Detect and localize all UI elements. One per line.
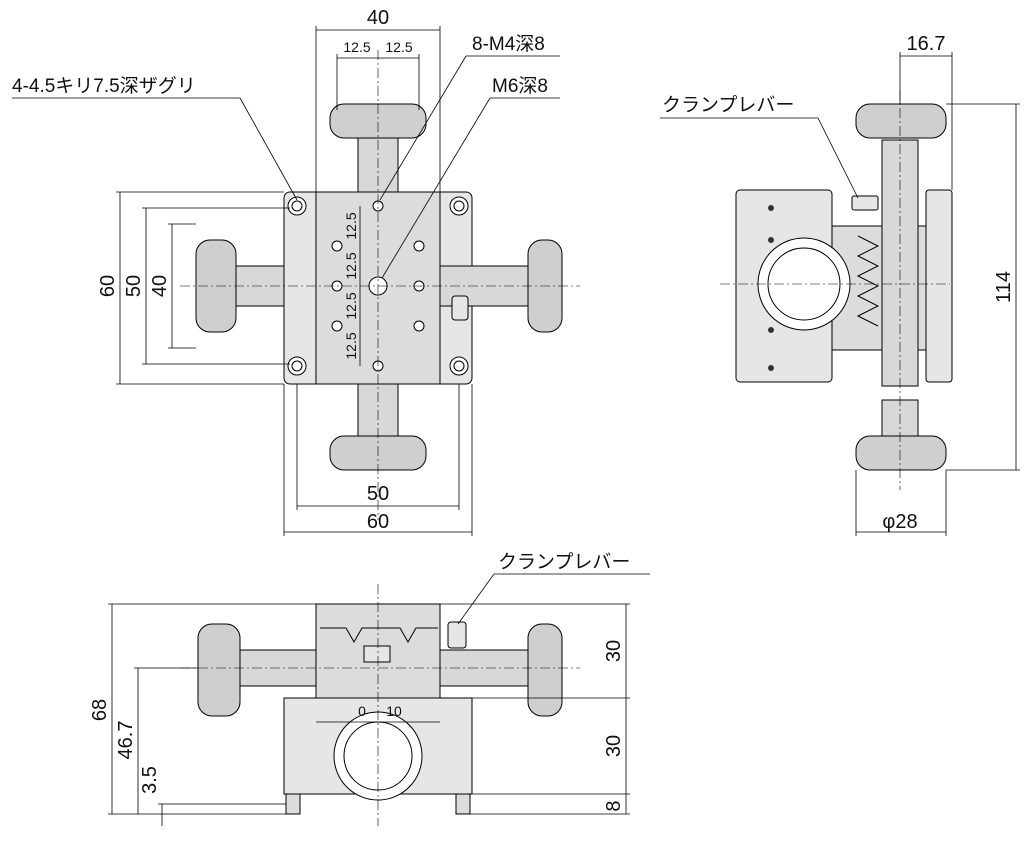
note-m6-hole: M6深8 — [492, 75, 548, 97]
note-counterbore: 4-4.5キリ7.5深ザグリ — [12, 75, 196, 97]
clamp-lever — [451, 295, 469, 321]
dim-pitch-b: 12.5 — [385, 39, 412, 55]
scale-ten: 10 — [386, 703, 402, 719]
front-clamp-block — [363, 645, 391, 663]
dim-front-base: 3.5 — [139, 766, 161, 794]
dim-front-center: 46.7 — [115, 721, 137, 760]
dim-front-lower: 30 — [603, 735, 625, 757]
dim-side-diameter: φ28 — [882, 511, 917, 533]
dim-height-40: 40 — [149, 275, 171, 297]
side-clamp-lever — [851, 195, 879, 211]
front-left-knob — [197, 623, 241, 717]
dim-width-40: 40 — [367, 7, 389, 29]
dim-pitch-a: 12.5 — [343, 39, 370, 55]
m4-tapped-holes — [331, 200, 425, 372]
dim-height-50: 50 — [123, 275, 145, 297]
note-m4-holes: 8-M4深8 — [472, 33, 545, 55]
counterbore-holes — [287, 196, 469, 376]
dim-vpitch-4: 12.5 — [343, 332, 359, 359]
scale-zero: 0 — [358, 703, 366, 719]
front-view: 0 10 68 46.7 3.5 30 30 8 クランプレバー — [89, 551, 650, 826]
dim-front-overall: 68 — [89, 699, 111, 721]
dim-vpitch-1: 12.5 — [343, 212, 359, 239]
dim-side-overall: 114 — [993, 271, 1015, 303]
side-top-knob — [855, 103, 947, 139]
dim-height-60: 60 — [97, 275, 119, 297]
front-foot-right — [455, 793, 471, 815]
dim-side-offset: 16.7 — [907, 33, 946, 55]
front-foot-left — [285, 793, 301, 815]
side-clamp-label: クランプレバー — [662, 94, 794, 116]
front-right-knob — [527, 623, 563, 717]
side-micrometer-inner — [767, 247, 841, 321]
side-view: 16.7 114 φ28 クランプレバー — [660, 33, 1020, 536]
dim-vpitch-3: 12.5 — [343, 292, 359, 319]
top-view: 40 12.5 12.5 60 50 40 12.5 12.5 12.5 12.… — [12, 7, 580, 536]
dim-bottom-50: 50 — [367, 483, 389, 505]
dim-bottom-60: 60 — [367, 511, 389, 533]
dim-front-foot: 8 — [603, 800, 625, 811]
side-bottom-knob — [855, 435, 947, 471]
front-clamp-label: クランプレバー — [498, 551, 630, 573]
dim-vpitch-2: 12.5 — [343, 252, 359, 279]
front-clamp-lever — [447, 621, 467, 649]
dim-front-upper: 30 — [603, 640, 625, 662]
side-top-plate — [925, 189, 953, 383]
